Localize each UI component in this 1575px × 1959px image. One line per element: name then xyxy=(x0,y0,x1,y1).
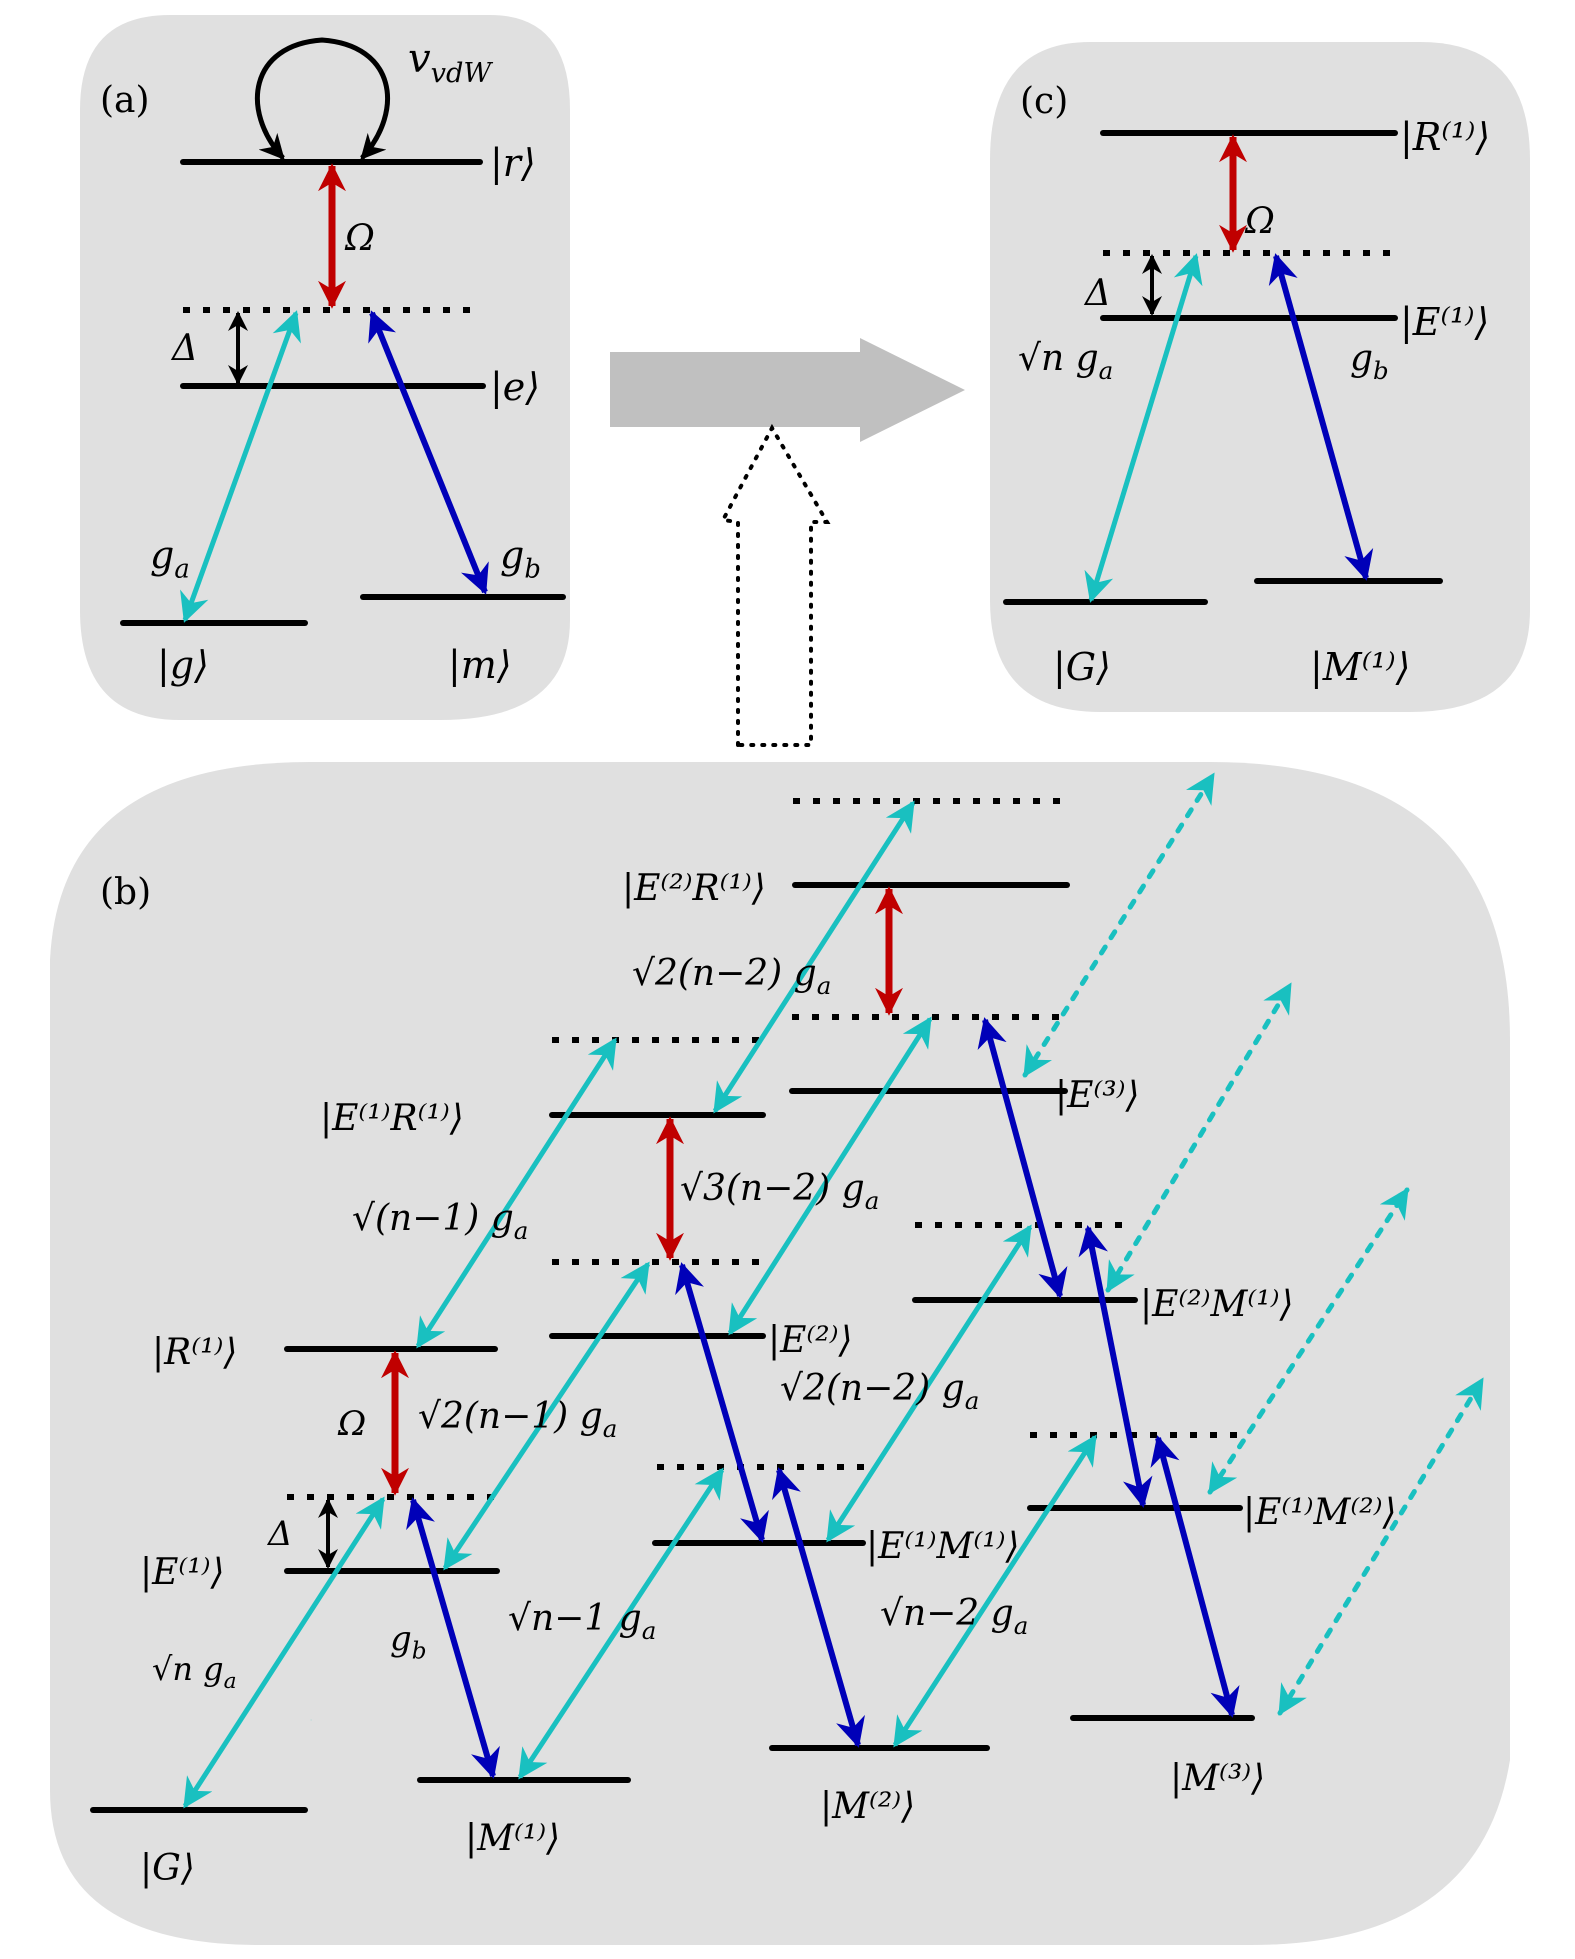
gb-label-b: gb xyxy=(390,1619,427,1665)
coupling-sqrt3n2: √3(n−2) ga xyxy=(680,1168,879,1215)
cyan-E1M1-E2M1virtual xyxy=(825,1224,1033,1543)
state-E1M1: |E⁽¹⁾M⁽¹⁾⟩ xyxy=(866,1526,1020,1567)
coupling-sqrtn1: √(n−1) ga xyxy=(352,1198,528,1245)
state-g: |g⟩ xyxy=(157,643,209,687)
state-M3: |M⁽³⁾⟩ xyxy=(1170,1758,1265,1799)
omega-label-c: Ω xyxy=(1244,201,1275,242)
ga-label-sqrtn: √n ga xyxy=(152,1650,237,1694)
state-M1-c: |M⁽¹⁾⟩ xyxy=(1310,645,1410,689)
state-E2R1: |E⁽²⁾R⁽¹⁾⟩ xyxy=(622,868,766,909)
state-R1-c: |R⁽¹⁾⟩ xyxy=(1400,115,1490,159)
blue-E2virtual-E1M1 xyxy=(675,1262,769,1543)
state-E1-c: |E⁽¹⁾⟩ xyxy=(1400,300,1489,344)
cyan-dotted-E2M1 xyxy=(1105,982,1293,1293)
omega-label-a: Ω xyxy=(344,218,375,259)
panel-c-tag: (c) xyxy=(1020,81,1068,122)
blue-E2M1virtual-E1M2 xyxy=(1078,1225,1153,1508)
gb-label-c: gb xyxy=(1350,338,1389,385)
blue-E1M2virtual-M3 xyxy=(1150,1435,1240,1718)
state-E1M2: |E⁽¹⁾M⁽²⁾⟩ xyxy=(1243,1492,1397,1533)
labels: (a) vvdW |r⟩ |e⟩ |g⟩ |m⟩ Ω Δga gb (c) |R⁽¹⁾⟩ Ω Δ |E⁽¹… xyxy=(100,36,1490,1889)
state-G-c: |G⟩ xyxy=(1053,645,1111,689)
delta-label-c: Δ xyxy=(1083,273,1111,314)
state-E1-b: |E⁽¹⁾⟩ xyxy=(140,1552,225,1593)
blue-E3virtual-E2M1 xyxy=(977,1017,1068,1299)
cyan-dotted-M3 xyxy=(1277,1377,1485,1716)
state-m: |m⟩ xyxy=(448,643,512,687)
state-M2: |M⁽²⁾⟩ xyxy=(820,1786,915,1827)
gb-arrow-virtual-M1 xyxy=(406,1497,500,1779)
state-G-b: |G⟩ xyxy=(140,1848,195,1889)
delta-label-b: Δ xyxy=(266,1514,293,1554)
ga-label-c: √n ga xyxy=(1018,338,1113,385)
coupling-sqrtn1-low: √n−1 ga xyxy=(508,1598,656,1645)
state-M1-b: |M⁽¹⁾⟩ xyxy=(465,1818,560,1859)
gb-arrow-c xyxy=(1268,253,1374,581)
mapping-arrow-a-to-c xyxy=(610,338,965,442)
ga-arrow-a xyxy=(180,310,301,623)
vdw-label: vvdW xyxy=(408,36,493,89)
cyan-dotted-E3 xyxy=(1022,772,1216,1078)
state-E3: |E⁽³⁾⟩ xyxy=(1055,1075,1140,1116)
state-E2: |E⁽²⁾⟩ xyxy=(768,1320,853,1361)
coupling-sqrt2n2-mid: √2(n−2) ga xyxy=(780,1368,979,1415)
state-E2M1: |E⁽²⁾M⁽¹⁾⟩ xyxy=(1140,1284,1294,1325)
state-r: |r⟩ xyxy=(490,141,536,185)
cyan-M1-E1M1virtual xyxy=(517,1467,725,1780)
gb-label-a: gb xyxy=(500,533,541,585)
state-R1-b: |R⁽¹⁾⟩ xyxy=(152,1332,237,1373)
coupling-sqrt2n2-top: √2(n−2) ga xyxy=(632,953,831,1000)
ga-arrow-G-virtual xyxy=(182,1496,386,1809)
cyan-E2-E3virtual xyxy=(727,1016,933,1336)
omega-label-b: Ω xyxy=(337,1404,366,1444)
transition-arrows xyxy=(180,37,1485,1809)
state-e: |e⟩ xyxy=(490,365,540,409)
panel-b-tag: (b) xyxy=(100,872,151,913)
cyan-M2-E1M2virtual xyxy=(892,1434,1098,1748)
blue-E1M1virtual-M2 xyxy=(772,1467,865,1748)
gb-arrow-a xyxy=(368,310,489,595)
ga-label-a: ga xyxy=(150,533,190,585)
ga-arrow-c xyxy=(1084,253,1203,603)
cyan-dotted-E1M2 xyxy=(1207,1187,1410,1495)
cyan-E1-E2virtual xyxy=(442,1261,651,1571)
coupling-sqrt2n1: √2(n−1) ga xyxy=(418,1396,617,1443)
vdw-interaction-loop xyxy=(254,37,391,160)
mapping-arrow-b-up xyxy=(719,423,831,747)
coupling-sqrtn2-low: √n−2 ga xyxy=(880,1593,1028,1640)
delta-label-a: Δ xyxy=(170,328,198,369)
state-E1R1: |E⁽¹⁾R⁽¹⁾⟩ xyxy=(320,1098,464,1139)
panel-a-tag: (a) xyxy=(100,80,150,121)
